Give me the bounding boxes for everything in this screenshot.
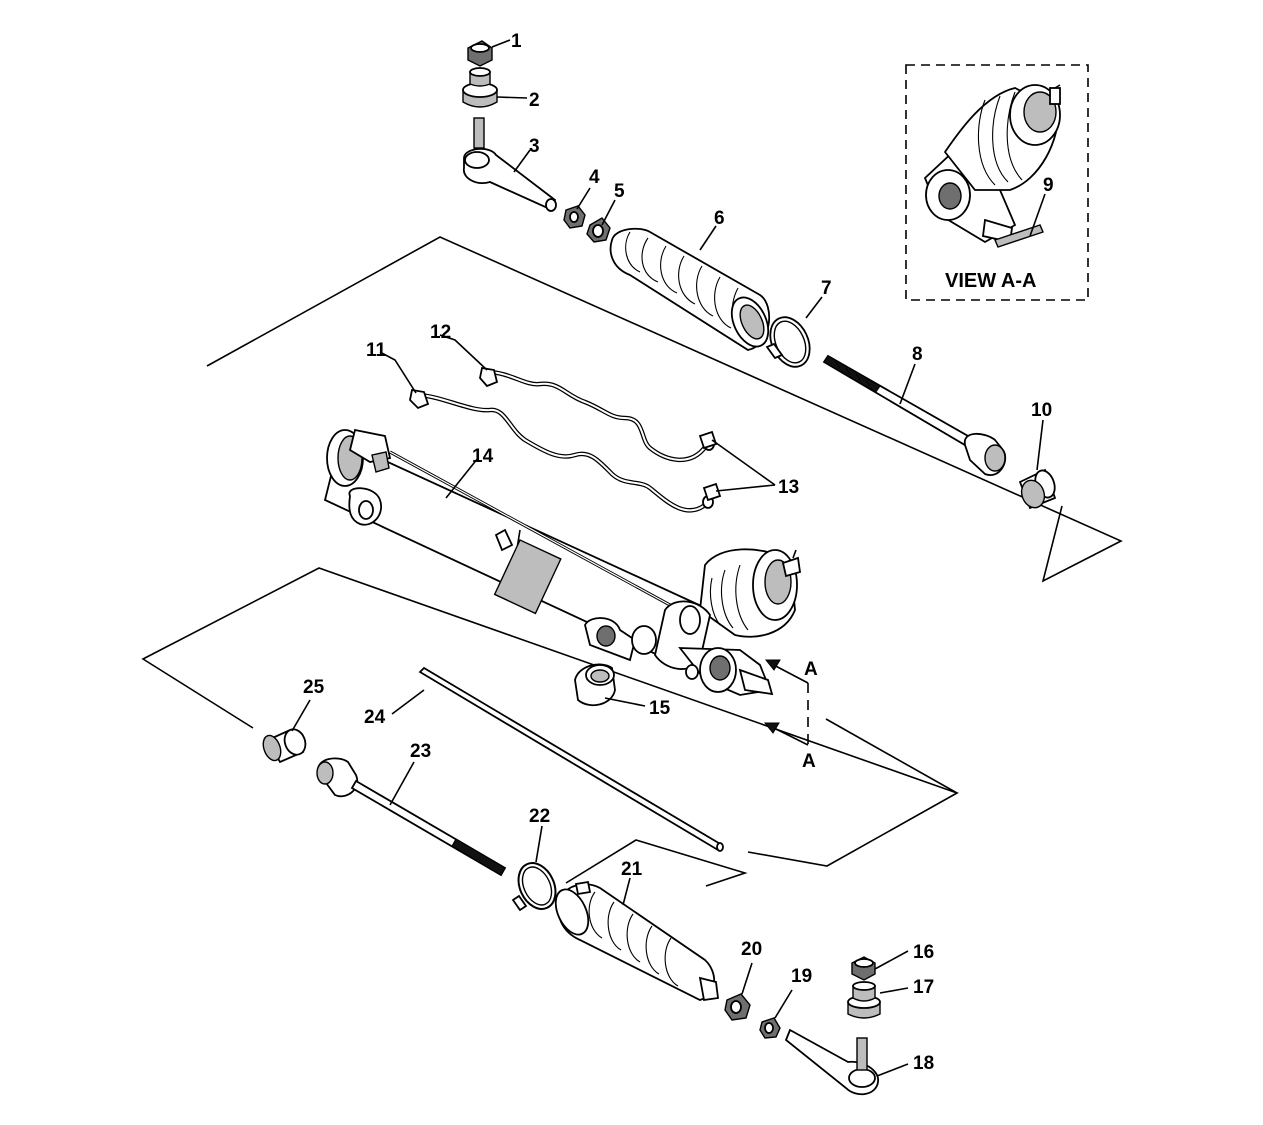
callout-20: 20 <box>741 939 762 960</box>
callout-23: 23 <box>410 741 431 762</box>
leader-lines <box>291 39 1046 1077</box>
callout-10: 10 <box>1031 400 1052 421</box>
part-6-boot <box>609 227 771 351</box>
callout-6: 6 <box>714 208 725 229</box>
part-14-gear-housing <box>323 428 712 672</box>
callout-25: 25 <box>303 677 325 698</box>
callout-labels: 1 2 3 4 5 6 7 8 9 10 11 12 13 14 15 16 1… <box>303 31 1054 1074</box>
part-24-rod <box>418 666 724 852</box>
callout-5: 5 <box>614 181 625 202</box>
callout-2: 2 <box>529 90 540 111</box>
section-a-markers <box>763 659 809 746</box>
section-a-lower: A <box>802 751 816 772</box>
part-25-bushing <box>262 728 307 764</box>
part-14-valve-housing <box>631 548 802 696</box>
callout-8: 8 <box>912 344 923 365</box>
callout-17: 17 <box>913 977 934 998</box>
part-15-cap <box>574 663 616 707</box>
callout-11: 11 <box>366 340 387 361</box>
part-20-clamp <box>724 993 751 1021</box>
part-13-fittings <box>698 430 722 502</box>
view-aa-label: VIEW A-A <box>945 270 1036 292</box>
callout-13: 13 <box>778 477 799 498</box>
callout-3: 3 <box>529 136 540 157</box>
part-1-nut <box>467 40 493 67</box>
section-a-upper: A <box>804 659 818 680</box>
part-3-outer-tie-rod-end <box>463 117 557 212</box>
callout-22: 22 <box>529 806 550 827</box>
boot-21-bracket <box>565 839 748 887</box>
part-17-seal <box>847 981 881 1019</box>
view-aa-valve-housing <box>923 84 1061 244</box>
callout-9: 9 <box>1043 175 1054 196</box>
part-19-jam-nut <box>759 1017 781 1039</box>
callout-21: 21 <box>621 859 643 880</box>
callout-18: 18 <box>913 1053 934 1074</box>
callout-15: 15 <box>649 698 671 719</box>
part-21-boot <box>554 880 720 1002</box>
part-12-line <box>479 366 715 463</box>
callout-19: 19 <box>791 966 812 987</box>
callout-7: 7 <box>821 278 832 299</box>
callout-12: 12 <box>430 322 451 343</box>
view-aa-seal-9 <box>994 224 1044 248</box>
upper-bracket-outline <box>206 236 1123 583</box>
part-10-bushing <box>1018 468 1057 510</box>
part-5-clamp <box>586 217 611 243</box>
part-16-nut <box>851 956 876 981</box>
callout-1: 1 <box>511 31 522 52</box>
view-aa-box <box>905 64 1089 301</box>
callout-14: 14 <box>472 446 494 467</box>
part-18-outer-tie-rod-end <box>784 1028 879 1096</box>
lower-bracket-outline <box>141 567 959 867</box>
part-2-seal <box>462 67 498 108</box>
callout-24: 24 <box>364 707 386 728</box>
part-8-inner-tie-rod <box>822 354 1007 476</box>
lower-bracket-right-tail <box>825 718 958 794</box>
part-4-jam-nut <box>563 205 586 229</box>
callout-16: 16 <box>913 942 934 963</box>
callout-4: 4 <box>589 167 600 188</box>
part-22-clamp-ring <box>511 862 557 912</box>
part-7-clamp-ring <box>765 316 811 368</box>
part-23-inner-tie-rod <box>316 757 507 877</box>
